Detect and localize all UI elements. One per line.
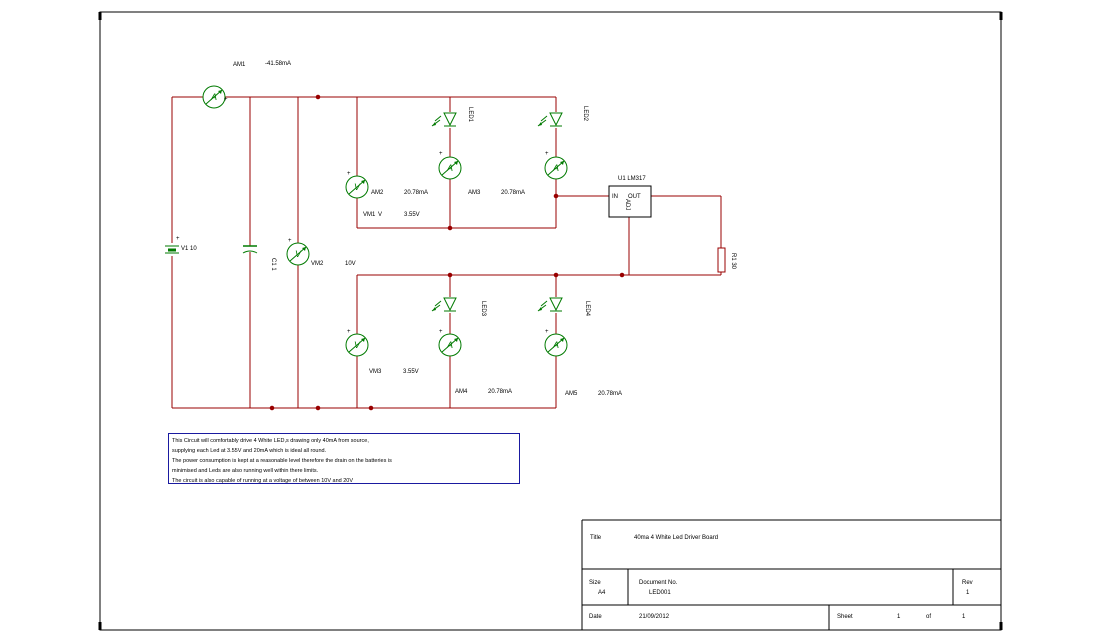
am4-name: AM4 [455,389,468,395]
vm1-name: VM1 [363,212,376,218]
wires [171,96,722,409]
vm1-suffix: V [378,212,382,218]
of-label: of [926,614,931,620]
am1-name: AM1 [233,62,246,68]
doc-value: LED001 [649,590,671,596]
vm1-value: 3.55V [404,212,420,218]
note-line: minimised and Leds are also running well… [172,468,319,474]
circuit-description-note: This Circuit will comfortably drive 4 Wh… [168,433,520,484]
svg-text:V: V [354,182,361,192]
v1-label: V1 10 [181,246,197,252]
svg-text:IN: IN [612,194,618,200]
svg-text:+: + [439,329,443,335]
svg-text:A: A [210,92,217,102]
ammeter-am1: A + AM1 -41.58mA [202,61,291,109]
note-line: This Circuit will comfortably drive 4 Wh… [172,438,369,444]
voltmeter-vm1: V + AM2 20.78mA VM1 V 3.55V [345,171,428,218]
svg-text:OUT: OUT [628,194,641,200]
svg-text:A: A [446,163,453,173]
note-line: supplying each Led at 3.55V and 20mA whi… [172,448,327,454]
svg-text:V: V [295,249,302,259]
note-line: The power consumption is kept at a reaso… [172,458,392,464]
led2-label: LED2 [582,106,588,122]
title-value: 40ma 4 White Led Driver Board [634,535,718,541]
voltmeter-vm2: V + VM2 10V [286,238,356,267]
svg-text:V: V [354,340,361,350]
date-label: Date [589,614,602,620]
ammeter-am4: A + AM4 20.78mA [438,329,512,395]
resistor-r1: R1 30 [717,247,736,273]
ammeter-am5: A + AM5 20.78mA [544,329,622,397]
svg-text:+: + [288,238,292,244]
led3-label: LED3 [480,301,486,317]
svg-text:ADJ: ADJ [624,199,630,210]
am1-value: -41.58mA [265,61,291,67]
am5-value: 20.78mA [598,391,622,397]
led3: LED3 [431,297,486,317]
ammeter-led2: A + [544,151,568,180]
date-value: 21/09/2012 [639,614,670,620]
am3-value: 20.78mA [501,190,525,196]
u1-label: U1 LM317 [618,176,646,182]
led4-label: LED4 [584,301,590,317]
vm3-name: VM3 [369,369,382,375]
am3-name: AM3 [468,190,481,196]
svg-text:+: + [347,329,351,335]
vm2-value: 10V [345,261,356,267]
battery-v1: + V1 10 [165,236,197,254]
vm2-name: VM2 [311,261,324,267]
led1-label: LED1 [467,107,473,123]
size-label: Size [589,580,601,586]
capacitor-c1: C1 1 [242,245,276,271]
am2-name: AM2 [371,190,384,196]
led1: LED1 [431,107,473,127]
size-value: A4 [598,590,606,596]
led4: LED4 [537,297,590,317]
vm3-value: 3.55V [403,369,419,375]
am2-value: 20.78mA [404,190,428,196]
led2: LED2 [537,106,588,127]
svg-text:+: + [439,151,443,157]
of-value: 1 [962,614,966,620]
title-block: Title 40ma 4 White Led Driver Board Size… [581,519,1001,630]
junctions [269,94,625,411]
sheet-label: Sheet [837,614,853,620]
svg-text:+: + [347,171,351,177]
svg-text:+: + [176,236,180,242]
doc-label: Document No. [639,580,678,586]
svg-text:+: + [545,329,549,335]
svg-text:A: A [446,340,453,350]
ammeter-am3: A + AM3 20.78mA [438,151,525,196]
voltmeter-vm3: V + VM3 3.55V [345,329,419,375]
rev-label: Rev [962,580,973,586]
title-label: Title [590,535,602,541]
am4-value: 20.78mA [488,389,512,395]
c1-label: C1 1 [270,258,276,271]
sheet-value: 1 [897,614,901,620]
svg-text:A: A [552,340,559,350]
sheet-border [99,11,1002,631]
svg-text:+: + [545,151,549,157]
note-line: The circuit is also capable of running a… [172,478,354,484]
rev-value: 1 [966,590,970,596]
svg-text:+: + [224,97,228,103]
svg-text:A: A [552,163,559,173]
r1-label: R1 30 [730,253,736,270]
regulator-u1: U1 LM317 IN OUT ADJ [608,176,652,218]
am5-name: AM5 [565,391,578,397]
